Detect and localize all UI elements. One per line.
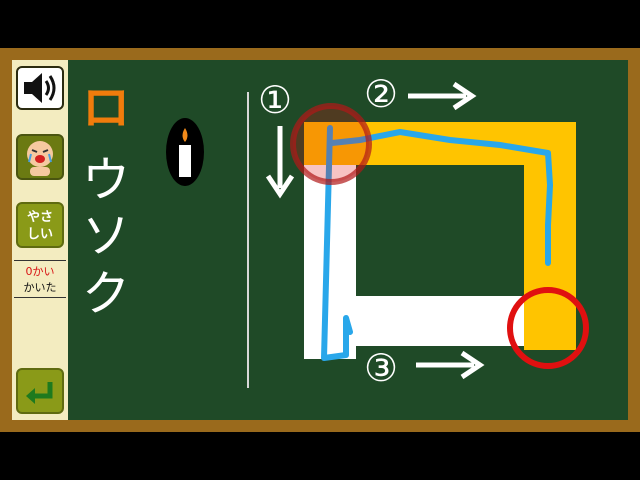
word-char-2: ウ: [81, 152, 130, 208]
baby-mode-button[interactable]: [16, 134, 64, 180]
tracing-area[interactable]: [248, 60, 628, 420]
easy-mode-button[interactable]: やさ しい: [16, 202, 64, 248]
candle-picture: [166, 118, 204, 186]
easy-label-line1: やさ: [26, 210, 53, 225]
arrow-right-icon: [408, 81, 477, 111]
sound-button[interactable]: [16, 66, 64, 110]
stroke-order-2: ②: [364, 72, 399, 116]
start-marker-stroke-3: [507, 287, 589, 369]
traced-line: [321, 125, 553, 361]
crying-baby-icon: [27, 141, 53, 176]
start-marker-stroke-1: [290, 103, 372, 185]
count-label: かいた: [23, 281, 57, 294]
guide-stroke-3: [304, 296, 530, 346]
speaker-icon: [24, 73, 56, 103]
write-count: 0かい かいた: [12, 260, 68, 298]
back-button[interactable]: [16, 368, 64, 414]
candle-icon: [179, 128, 191, 177]
stroke-order-1: ①: [258, 78, 293, 122]
stroke-order-3: ③: [364, 346, 399, 390]
arrow-down-icon: [265, 126, 295, 199]
divider-line: [247, 92, 249, 388]
word-char-4: ク: [81, 266, 130, 322]
return-arrow-icon: [26, 382, 53, 404]
word-char-1: ロ: [81, 80, 130, 136]
arrow-right-icon: [416, 350, 485, 380]
count-value: 0かい: [25, 265, 55, 278]
word-char-3: ソ: [81, 208, 130, 264]
easy-label-line2: しい: [26, 227, 53, 242]
sidebar: やさ しい 0かい かいた: [12, 60, 68, 420]
